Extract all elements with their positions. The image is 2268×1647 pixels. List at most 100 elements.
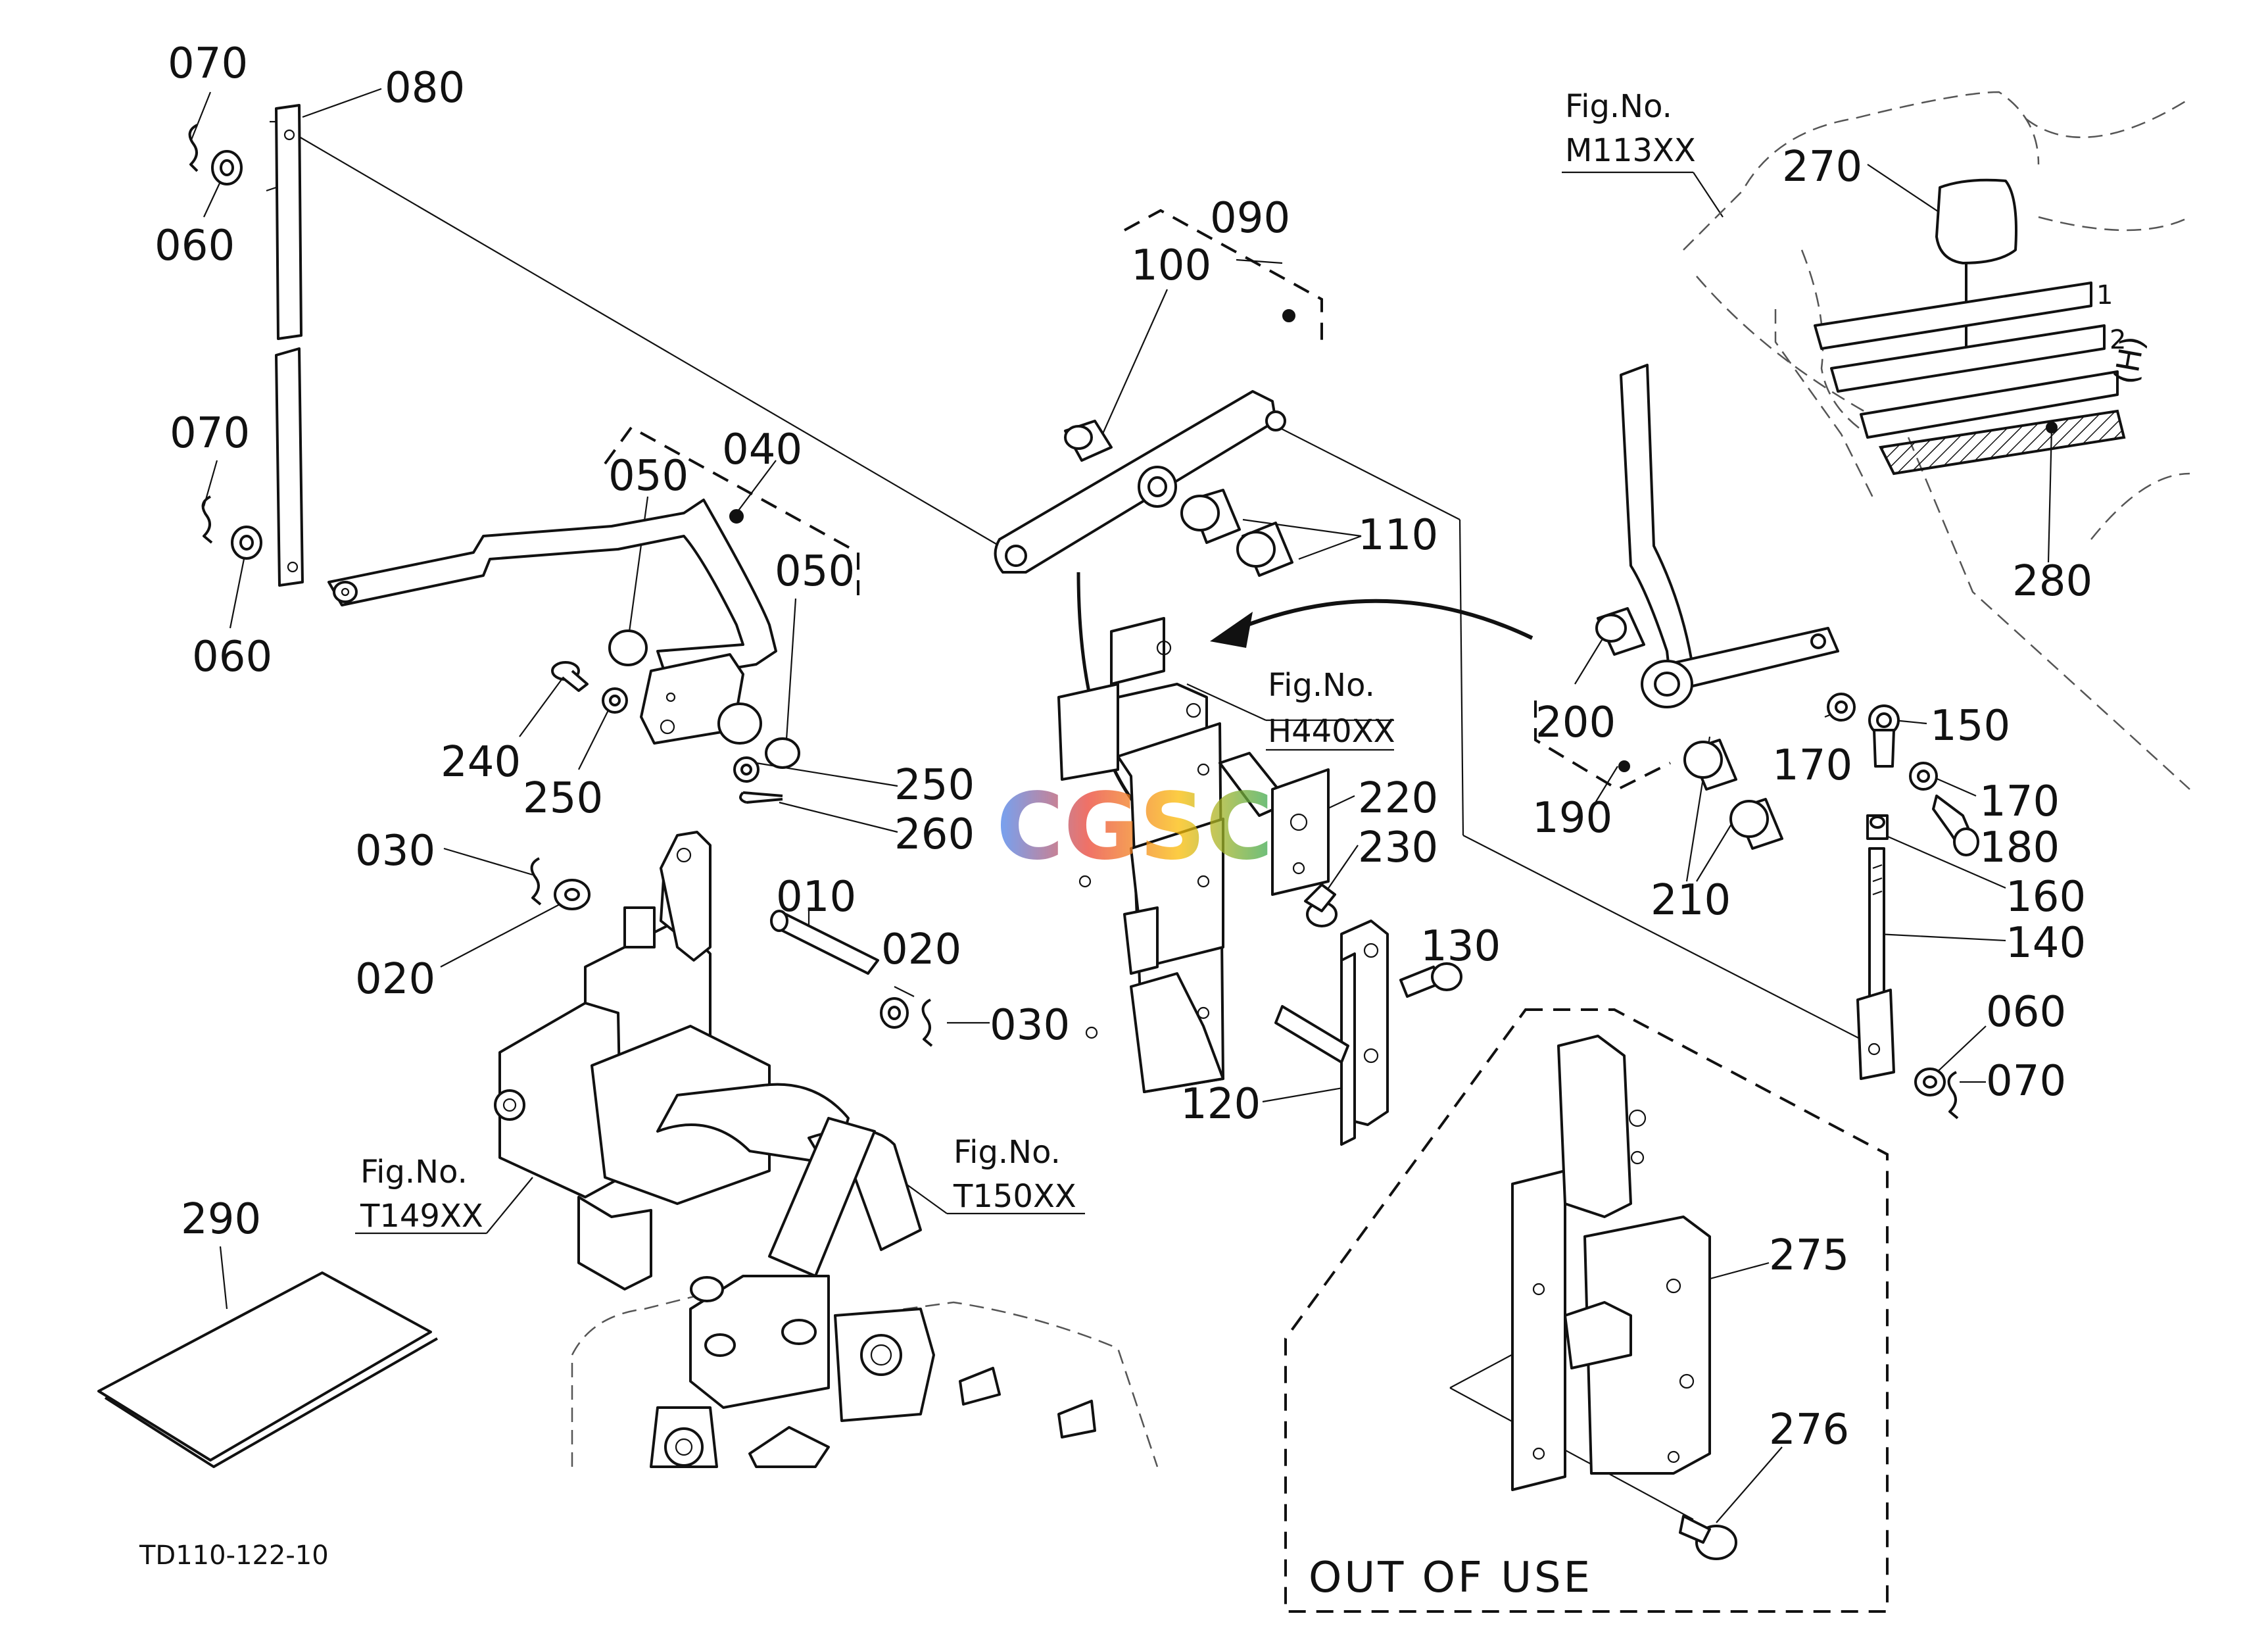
label-060: 060: [1986, 988, 2066, 1037]
label-070: 070: [168, 39, 248, 88]
assembly-bracket-190: [1534, 701, 1671, 791]
label-050: 050: [608, 452, 688, 501]
label-275: 275: [1769, 1231, 1849, 1280]
fig-ref-t149-line2: T149XX: [360, 1198, 483, 1235]
washer-060-top: [211, 150, 243, 185]
label-020: 020: [881, 925, 961, 974]
clip-pin-070-right: [1947, 1071, 1959, 1119]
washer-250-left: [602, 687, 628, 714]
console-m113: [1683, 91, 2190, 790]
washer-170-left: [1827, 693, 1856, 722]
direction-arrow: [1210, 599, 1533, 648]
label-060: 060: [192, 633, 272, 681]
fig-ref-m113-line1: Fig.No.: [1565, 88, 1672, 125]
label-270: 270: [1782, 143, 1862, 191]
figure-references: Fig.No. M113XX Fig.No. H440XX Fig.No. T1…: [360, 88, 1696, 1235]
rod-140: [1856, 847, 1895, 1080]
label-040: 040: [722, 426, 802, 474]
label-090: 090: [1210, 194, 1290, 243]
label-250: 250: [523, 774, 603, 823]
valve-assembly: [494, 860, 1159, 1468]
bushing-100: [1064, 420, 1113, 462]
washer-250-right: [733, 756, 760, 783]
label-180: 180: [1979, 823, 2060, 872]
bolt-180: [1932, 795, 1979, 856]
bushing-210-upper: [1683, 739, 1737, 791]
fig-ref-t150-line2: T150XX: [953, 1178, 1076, 1215]
label-100: 100: [1131, 241, 1211, 290]
label-210: 210: [1651, 876, 1731, 925]
bushing-200: [1595, 607, 1645, 656]
cotter-pin-260: [739, 791, 783, 804]
bushing-210-lower: [1729, 798, 1783, 850]
label-070: 070: [170, 409, 250, 458]
fig-ref-h440-line1: Fig.No.: [1268, 667, 1375, 704]
label-160: 160: [2006, 873, 2086, 922]
out-of-use-label: OUT OF USE: [1309, 1554, 1593, 1602]
rod-080: [266, 104, 304, 587]
svg-text:1: 1: [2096, 280, 2113, 310]
ball-joint-150: [1868, 704, 1900, 768]
clip-pin-030-left: [530, 857, 542, 906]
label-120: 120: [1180, 1080, 1261, 1129]
washer-060-mid: [231, 526, 262, 560]
clip-pin-070-mid: [201, 495, 213, 544]
label-030: 030: [355, 827, 435, 875]
svg-text:CGSC: CGSC: [996, 774, 1273, 881]
label-020: 020: [355, 955, 435, 1004]
svg-text:2: 2: [2110, 325, 2126, 355]
label-140: 140: [2006, 919, 2086, 968]
lever-190: [1618, 364, 1839, 772]
label-030: 030: [990, 1001, 1070, 1050]
label-290: 290: [181, 1195, 261, 1244]
label-060: 060: [155, 222, 235, 270]
washer-020-left: [554, 879, 591, 910]
clip-pin-070-top: [188, 124, 199, 172]
nut-160: [1866, 814, 1889, 840]
bushing-110-lower: [1236, 522, 1293, 577]
bushing-110-upper: [1180, 489, 1241, 544]
washer-060-right: [1914, 1068, 1946, 1096]
washer-020-right: [880, 997, 909, 1029]
lever-arm-040: [327, 499, 800, 769]
label-220: 220: [1358, 774, 1438, 823]
label-250: 250: [894, 761, 975, 810]
bracket-h440: [1057, 617, 1462, 1146]
assembly-bracket-040: [604, 426, 859, 595]
label-260: 260: [894, 810, 975, 859]
part-labels: 070 080 060 070 060 050 040 050 240 250 …: [155, 39, 2092, 1454]
clip-pin-030-right: [921, 998, 933, 1047]
link-090: [994, 309, 1295, 574]
label-190: 190: [1532, 794, 1612, 843]
collar-link-center: [1138, 466, 1177, 508]
label-276: 276: [1769, 1406, 1849, 1454]
drawing-code: TD110-122-10: [139, 1540, 329, 1571]
label-150: 150: [1930, 702, 2010, 750]
label-280: 280: [2012, 557, 2092, 606]
label-050: 050: [775, 547, 855, 596]
fig-ref-h440-line2: H440XX: [1268, 713, 1395, 750]
label-070: 070: [1986, 1057, 2066, 1106]
bolt-240: [551, 661, 589, 692]
washer-170-right: [1909, 762, 1938, 791]
pin-010: [770, 910, 879, 975]
fig-ref-t150-line1: Fig.No.: [953, 1134, 1061, 1171]
label-130: 130: [1420, 922, 1501, 971]
label-170: 170: [1979, 777, 2060, 826]
watermark-logo: CGSC: [996, 774, 1273, 881]
clevis-bracket: [660, 831, 712, 962]
label-200: 200: [1535, 699, 1616, 747]
out-of-use-section: [1284, 1008, 1889, 1613]
svg-text:(H): (H): [2108, 333, 2152, 387]
label-230: 230: [1358, 823, 1438, 872]
label-240: 240: [441, 738, 521, 787]
label-080: 080: [385, 64, 465, 112]
manual-290: [97, 1271, 438, 1468]
label-010: 010: [776, 873, 856, 922]
label-170: 170: [1772, 741, 1852, 790]
gear-position-marks: 1 2 (H): [2096, 280, 2152, 387]
fig-ref-m113-line2: M113XX: [1565, 132, 1696, 169]
label-110: 110: [1358, 511, 1438, 560]
fig-ref-t149-line1: Fig.No.: [360, 1154, 468, 1191]
